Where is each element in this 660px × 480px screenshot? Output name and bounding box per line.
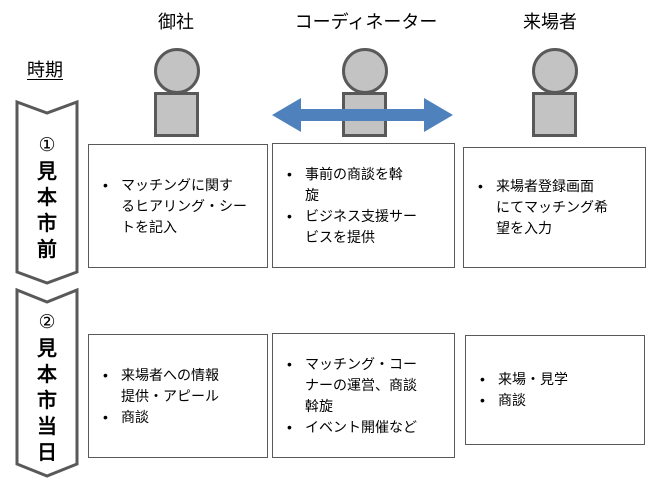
list-item-text: 来場・見学	[498, 371, 568, 387]
person-body-icon	[532, 92, 577, 137]
banner-char: 見	[37, 338, 57, 360]
column-header-visitor: 来場者	[523, 12, 577, 32]
list-item: • マッチング・コー ナーの運営、商談 斡旋	[285, 354, 448, 417]
box-fair-day-coordinator: • マッチング・コー ナーの運営、商談 斡旋 • イベント開催など	[272, 333, 455, 458]
person-body-icon	[154, 92, 199, 137]
banner-char: ①	[38, 134, 56, 156]
banner-fair-day: ② 見 本 市 当 日	[15, 288, 79, 478]
list-item: • 来場者登録画面 にてマッチング希 望を入力	[476, 176, 639, 239]
bullet-icon: •	[480, 371, 485, 387]
banner-char: ②	[38, 312, 56, 333]
list-item-text: ビジネス支援サー ビスを提供	[305, 207, 417, 245]
banner-char: 市	[37, 212, 57, 235]
list-item: • 事前の商談を斡 旋	[285, 164, 448, 206]
list-item: • マッチングに関す るヒアリング・シー トを記入	[101, 175, 261, 238]
list-item: • 来場・見学	[478, 369, 638, 390]
bullet-icon: •	[287, 165, 292, 182]
person-head-icon	[154, 48, 200, 94]
list-item-text: 商談	[498, 392, 526, 408]
bullet-icon: •	[103, 366, 108, 383]
banner-before-fair: ① 見 本 市 前	[15, 100, 79, 285]
list-item-text: 来場者登録画面 にてマッチング希 望を入力	[496, 178, 608, 236]
list-item-text: マッチングに関す るヒアリング・シー トを記入	[121, 176, 247, 235]
bullet-icon: •	[480, 392, 485, 408]
banner-fair-day-text: ② 見 本 市 当 日	[15, 288, 79, 478]
list-item: • ビジネス支援サー ビスを提供	[285, 206, 448, 248]
person-icon-visitor	[531, 48, 579, 138]
banner-char: 前	[37, 238, 57, 261]
list-item: • イベント開催など	[285, 417, 448, 438]
box-before-fair-company: • マッチングに関す るヒアリング・シー トを記入	[88, 144, 268, 268]
bullet-icon: •	[287, 418, 292, 435]
box-fair-day-visitor: • 来場・見学 • 商談	[465, 335, 645, 445]
bullet-icon: •	[103, 408, 108, 425]
list-item-text: イベント開催など	[305, 418, 417, 435]
banner-char: 見	[37, 160, 57, 183]
box-before-fair-visitor: • 来場者登録画面 にてマッチング希 望を入力	[463, 147, 646, 268]
list-item: • 来場者への情報 提供・アピール	[101, 365, 261, 407]
banner-before-fair-text: ① 見 本 市 前	[15, 100, 79, 285]
banner-char: 当	[37, 416, 57, 438]
list-item-text: マッチング・コー ナーの運営、商談 斡旋	[305, 355, 417, 414]
double-arrow-icon	[272, 98, 453, 132]
bullet-icon: •	[287, 355, 292, 372]
box-before-fair-coordinator: • 事前の商談を斡 旋 • ビジネス支援サー ビスを提供	[272, 143, 455, 268]
banner-char: 本	[37, 364, 57, 386]
column-header-company: 御社	[158, 12, 194, 32]
bullet-icon: •	[103, 176, 108, 193]
banner-char: 本	[37, 186, 57, 209]
list-item: • 商談	[101, 407, 261, 428]
banner-char: 市	[37, 390, 57, 412]
person-head-icon	[532, 48, 578, 94]
box-fair-day-company: • 来場者への情報 提供・アピール • 商談	[88, 334, 268, 458]
banner-chevron-shape	[15, 100, 79, 285]
bullet-icon: •	[287, 207, 292, 224]
list-item-text: 商談	[121, 408, 149, 425]
period-label: 時期	[27, 60, 63, 80]
bullet-icon: •	[478, 178, 483, 194]
column-header-coordinator: コーディネーター	[294, 12, 438, 32]
list-item-text: 来場者への情報 提供・アピール	[121, 366, 219, 404]
person-icon-company	[153, 48, 201, 138]
banner-char: 日	[37, 442, 57, 464]
banner-chevron-shape	[15, 288, 79, 478]
list-item: • 商談	[478, 390, 638, 411]
person-head-icon	[342, 48, 388, 94]
list-item-text: 事前の商談を斡 旋	[305, 165, 403, 203]
